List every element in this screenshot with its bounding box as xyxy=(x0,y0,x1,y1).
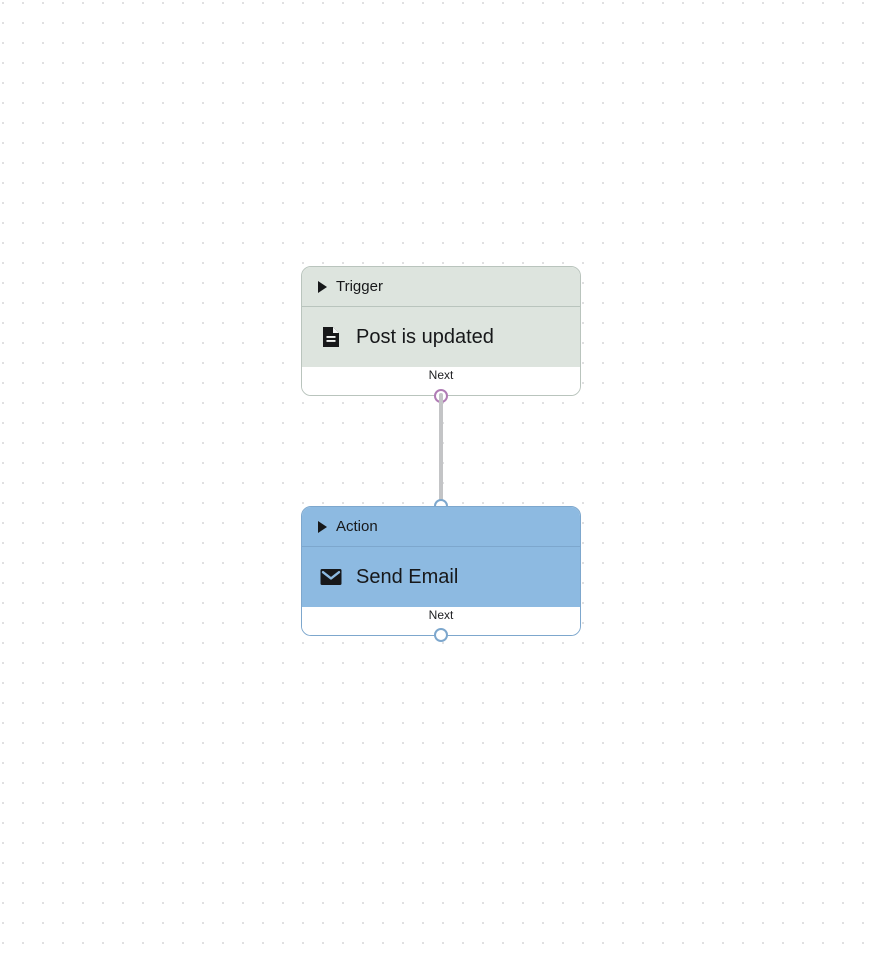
trigger-node[interactable]: Trigger Post is updated Next xyxy=(301,266,581,396)
action-next-label: Next xyxy=(428,608,454,622)
action-node-body: Action Send Email Next xyxy=(301,506,581,636)
action-node-header-label: Action xyxy=(336,518,378,535)
trigger-to-action-edge[interactable] xyxy=(439,393,443,506)
document-icon xyxy=(318,324,344,350)
trigger-node-body: Trigger Post is updated Next xyxy=(301,266,581,396)
action-output-port[interactable] xyxy=(434,628,448,642)
triangle-right-icon[interactable] xyxy=(318,280,327,293)
action-node-header[interactable]: Action xyxy=(302,507,580,547)
trigger-node-header[interactable]: Trigger xyxy=(302,267,580,307)
action-node-content[interactable]: Send Email xyxy=(302,547,580,607)
action-node-footer[interactable]: Next xyxy=(302,607,580,635)
triangle-right-icon[interactable] xyxy=(318,520,327,533)
trigger-next-label: Next xyxy=(428,368,454,382)
trigger-node-header-label: Trigger xyxy=(336,278,383,295)
trigger-node-item-label: Post is updated xyxy=(356,325,494,348)
envelope-icon xyxy=(318,564,344,590)
trigger-node-content[interactable]: Post is updated xyxy=(302,307,580,367)
action-node[interactable]: Action Send Email Next xyxy=(301,506,581,636)
action-node-item-label: Send Email xyxy=(356,565,459,588)
